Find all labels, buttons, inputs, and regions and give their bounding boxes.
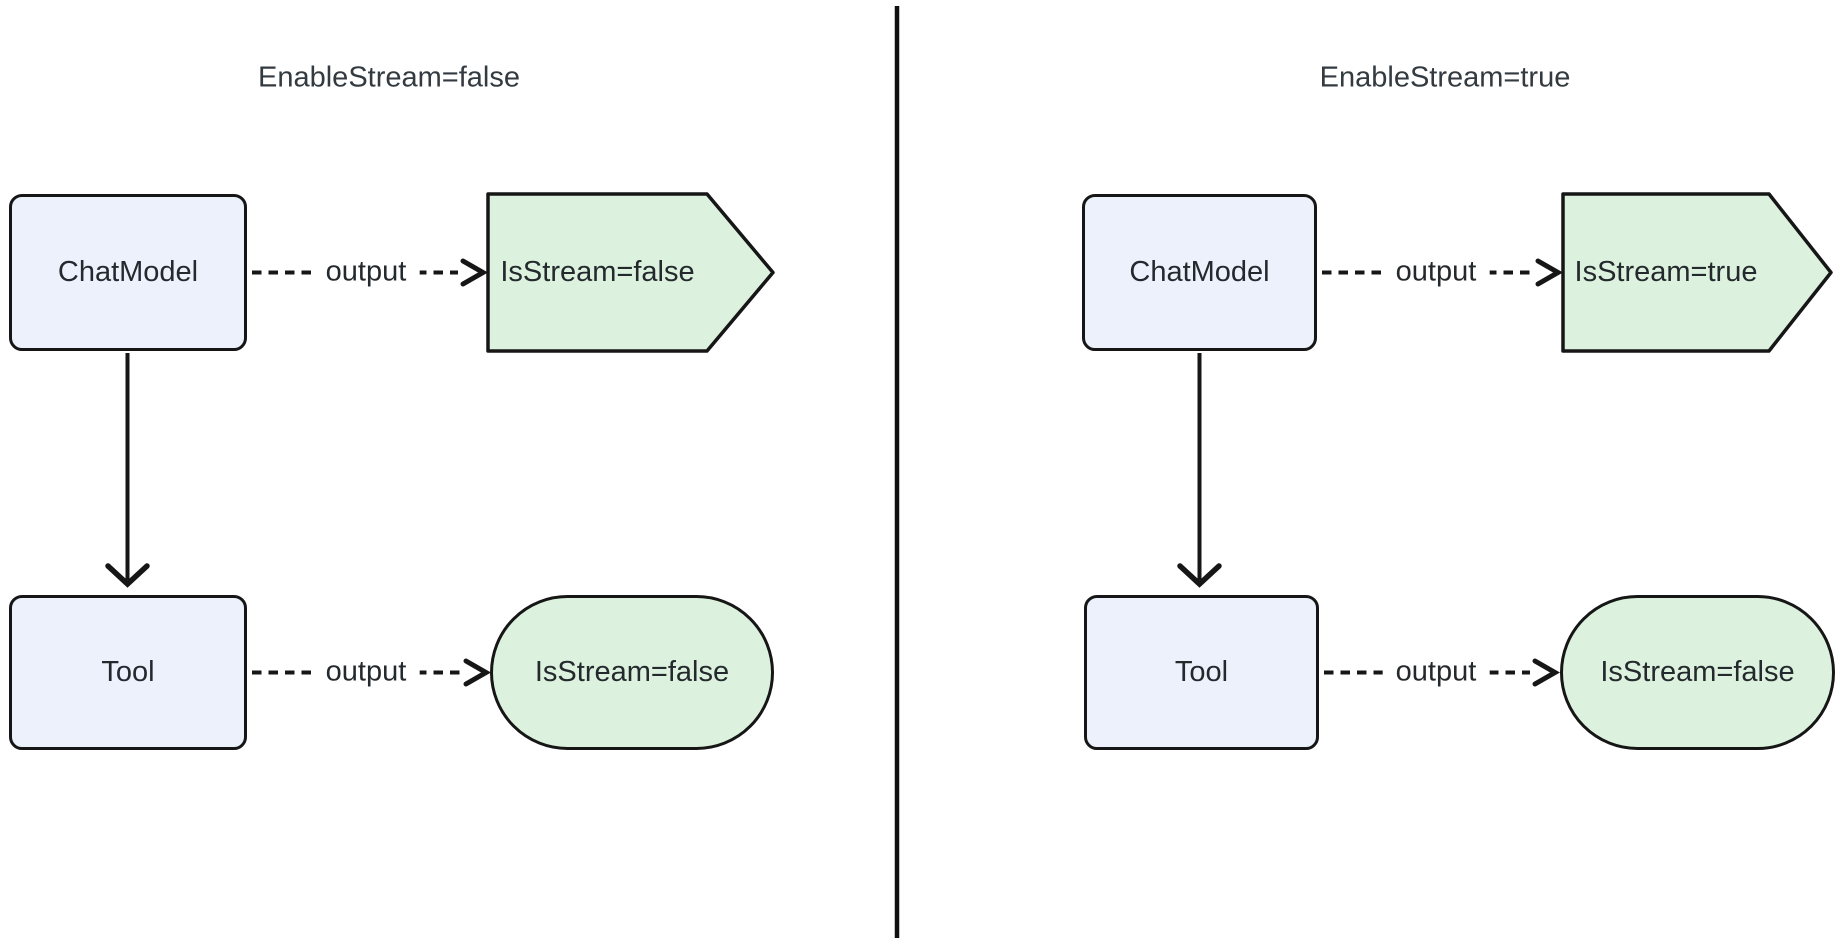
dashed-arrowhead-icon xyxy=(1532,658,1561,687)
dashed-arrowhead-icon xyxy=(460,258,489,287)
down-arrowhead-icon xyxy=(105,563,150,588)
tool-node-left: Tool xyxy=(9,595,247,750)
tool-node-label: Tool xyxy=(101,656,155,688)
down-arrow-right xyxy=(1177,353,1222,588)
dashed-arrowhead-icon xyxy=(1535,258,1564,287)
tool-node-label: Tool xyxy=(1174,656,1229,688)
model-output-text: IsStream=false xyxy=(500,256,695,288)
chatmodel-node-label: ChatModel xyxy=(57,256,199,288)
down-arrow-left xyxy=(105,353,150,588)
edge-label-model-output-left: output xyxy=(312,253,420,291)
tool-output-text: IsStream=false xyxy=(534,656,730,688)
edge-label-model-output-right: output xyxy=(1382,253,1490,291)
model-output-text: IsStream=true xyxy=(1574,256,1758,288)
edge-label-tool-output-left: output xyxy=(312,653,420,691)
panel-title-left: EnableStream=false xyxy=(258,61,520,94)
panel-title-right: EnableStream=true xyxy=(1319,61,1571,94)
tool-output-stadium-left: IsStream=false xyxy=(490,595,774,750)
model-output-pentagon-left xyxy=(486,192,775,353)
chatmodel-node-right: ChatModel xyxy=(1082,194,1317,351)
model-output-pentagon-label-left: IsStream=false xyxy=(488,194,707,351)
tool-output-stadium-right: IsStream=false xyxy=(1560,595,1835,750)
down-arrowhead-icon xyxy=(1177,563,1222,588)
dashed-arrowhead-icon xyxy=(463,658,492,687)
tool-node-right: Tool xyxy=(1084,595,1319,750)
chatmodel-node-label: ChatModel xyxy=(1129,256,1270,288)
model-output-pentagon-right xyxy=(1561,192,1833,353)
chatmodel-node-left: ChatModel xyxy=(9,194,247,351)
tool-output-text: IsStream=false xyxy=(1600,656,1795,688)
edge-label-tool-output-right: output xyxy=(1382,653,1490,691)
model-output-pentagon-label-right: IsStream=true xyxy=(1563,194,1769,351)
